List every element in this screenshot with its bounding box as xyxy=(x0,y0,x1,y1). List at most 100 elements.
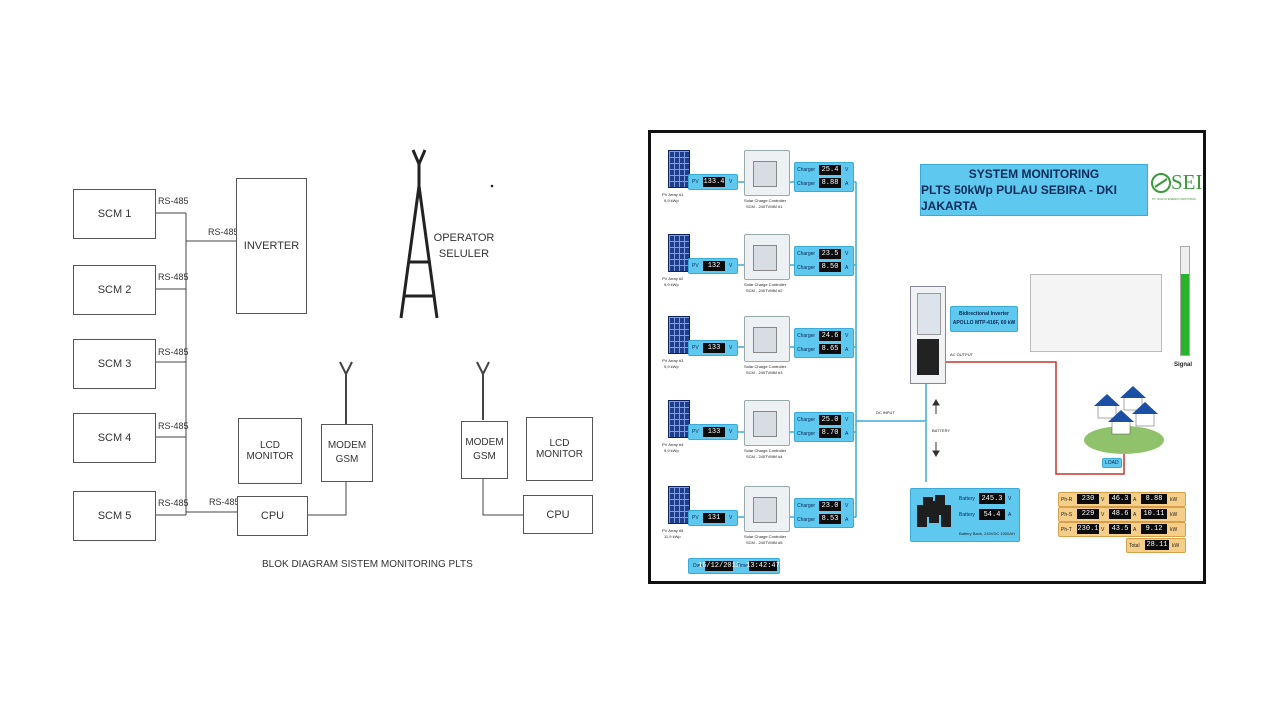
phase-unit-a: A xyxy=(1133,497,1137,503)
phase-label: Ph-S xyxy=(1061,512,1073,518)
modem-line1: MODEM xyxy=(465,437,504,448)
charger-voltage: 23.5 xyxy=(819,249,841,259)
charger-tag: Charger xyxy=(797,181,816,187)
charger-unit-a: A xyxy=(845,347,849,353)
monitor-title-line1: SYSTEM MONITORING xyxy=(968,167,1100,181)
sei-logo-sub: PT. SURYA ENERGI INDOTAMA xyxy=(1152,197,1196,201)
pv-unit: V xyxy=(729,179,733,185)
battery-row-value: 54.4 xyxy=(979,509,1005,520)
modem-line2: GSM xyxy=(473,451,496,462)
charger-tag: Charger xyxy=(797,251,816,257)
controller-face xyxy=(753,497,777,523)
rs485-label: RS-485 xyxy=(208,227,239,237)
total-label: Total xyxy=(1129,543,1140,549)
pv-tag: PV xyxy=(692,345,699,351)
rs485-label: RS-485 xyxy=(158,196,189,206)
inverter-label-box: Bidirectional Inverter APOLLO MTP-416F, … xyxy=(950,306,1018,332)
controller-face xyxy=(753,327,777,353)
charge-controller-icon xyxy=(744,150,790,196)
controller-label: Solar Charge Controller xyxy=(744,364,787,369)
battery-bank-icon xyxy=(917,495,951,527)
charge-controller-icon xyxy=(744,486,790,532)
modem-line2: GSM xyxy=(335,454,359,465)
phase-power: 10.11 xyxy=(1141,509,1167,519)
inverter-label-line1: Bidirectional Inverter xyxy=(958,311,1009,317)
controller-model: SCM - 240TVMM #1 xyxy=(746,204,783,209)
charger-unit-a: A xyxy=(845,265,849,271)
phase-power: 9.12 xyxy=(1141,524,1167,534)
pv-value: 133 xyxy=(703,343,725,353)
modem-gsm-box-right: MODEM GSM xyxy=(461,421,508,479)
phase-power: 8.88 xyxy=(1141,494,1167,504)
solar-panel-icon xyxy=(668,150,690,188)
inverter-box: INVERTER xyxy=(236,178,307,314)
date-time-bar: Date 16/12/2011 Time 13:42:47 xyxy=(688,558,780,574)
charger-tag: Charger xyxy=(797,517,816,523)
time-label: Time xyxy=(737,563,748,569)
phase-label: Ph-R xyxy=(1061,497,1073,503)
block-diagram: SCM 1 SCM 2 SCM 3 SCM 4 SCM 5 RS-485 RS-… xyxy=(73,149,593,570)
monitor-title: SYSTEM MONITORING PLTS 50kWp PULAU SEBIR… xyxy=(920,164,1148,216)
charge-controller-icon xyxy=(744,234,790,280)
phase-voltage: 230.1 xyxy=(1077,524,1099,534)
controller-face xyxy=(753,411,777,437)
solar-panel-icon xyxy=(668,234,690,272)
pv-tag: PV xyxy=(692,429,699,435)
charger-voltage: 25.4 xyxy=(819,165,841,175)
charger-unit-v: V xyxy=(845,503,849,509)
pv-tag: PV xyxy=(692,179,699,185)
solar-panel-icon xyxy=(668,316,690,354)
total-unit: kW xyxy=(1172,543,1180,549)
pv-array-label: PV Array #5 xyxy=(662,528,684,533)
phase-current: 48.6 xyxy=(1109,509,1131,519)
charge-controller-icon xyxy=(744,400,790,446)
pv-array-label: PV Array #4 xyxy=(662,442,684,447)
charger-tag: Charger xyxy=(797,503,816,509)
charger-tag: Charger xyxy=(797,265,816,271)
lcd-monitor-box-right: LCD MONITOR xyxy=(526,417,593,481)
ac-output-label: AC OUTPUT xyxy=(950,352,974,357)
charger-unit-v: V xyxy=(845,333,849,339)
dc-input-label: DC INPUT xyxy=(876,410,895,415)
controller-model: SCM - 240TVMM #4 xyxy=(746,454,783,459)
charger-voltage: 25.0 xyxy=(819,415,841,425)
controller-label: Solar Charge Controller xyxy=(744,282,787,287)
charger-voltage: 24.6 xyxy=(819,331,841,341)
scm-2-box: SCM 2 xyxy=(73,265,156,315)
houses-load-icon xyxy=(1084,386,1164,454)
phase-unit-kw: kW xyxy=(1170,512,1178,518)
charge-controller-icon xyxy=(744,316,790,362)
cpu-box-left: CPU xyxy=(237,496,308,536)
phase-current: 46.3 xyxy=(1109,494,1131,504)
load-tag: LOAD xyxy=(1102,458,1122,468)
operator-label: OPERATOR SELULER xyxy=(432,230,496,262)
controller-model: SCM - 240TVMM #2 xyxy=(746,288,783,293)
diagram-caption: BLOK DIAGRAM SISTEM MONITORING PLTS xyxy=(262,559,473,570)
tower-icon xyxy=(399,149,439,319)
rs485-label: RS-485 xyxy=(158,347,189,357)
signal-fill xyxy=(1181,274,1189,355)
pv-tag: PV xyxy=(692,263,699,269)
controller-label: Solar Charge Controller xyxy=(744,198,787,203)
charger-current: 8.88 xyxy=(819,178,841,188)
blank-display-panel xyxy=(1030,274,1162,352)
date-label: Date xyxy=(693,563,704,569)
pv-array-kwp: 9,9 kWp xyxy=(664,198,679,203)
charger-current: 8.70 xyxy=(819,428,841,438)
charger-unit-v: V xyxy=(845,417,849,423)
pv-tag: PV xyxy=(692,515,699,521)
solar-panel-icon xyxy=(668,486,690,524)
rs485-label: RS-485 xyxy=(158,272,189,282)
modem-gsm-box-left: MODEM GSM xyxy=(321,424,373,482)
phase-unit-v: V xyxy=(1101,497,1105,503)
